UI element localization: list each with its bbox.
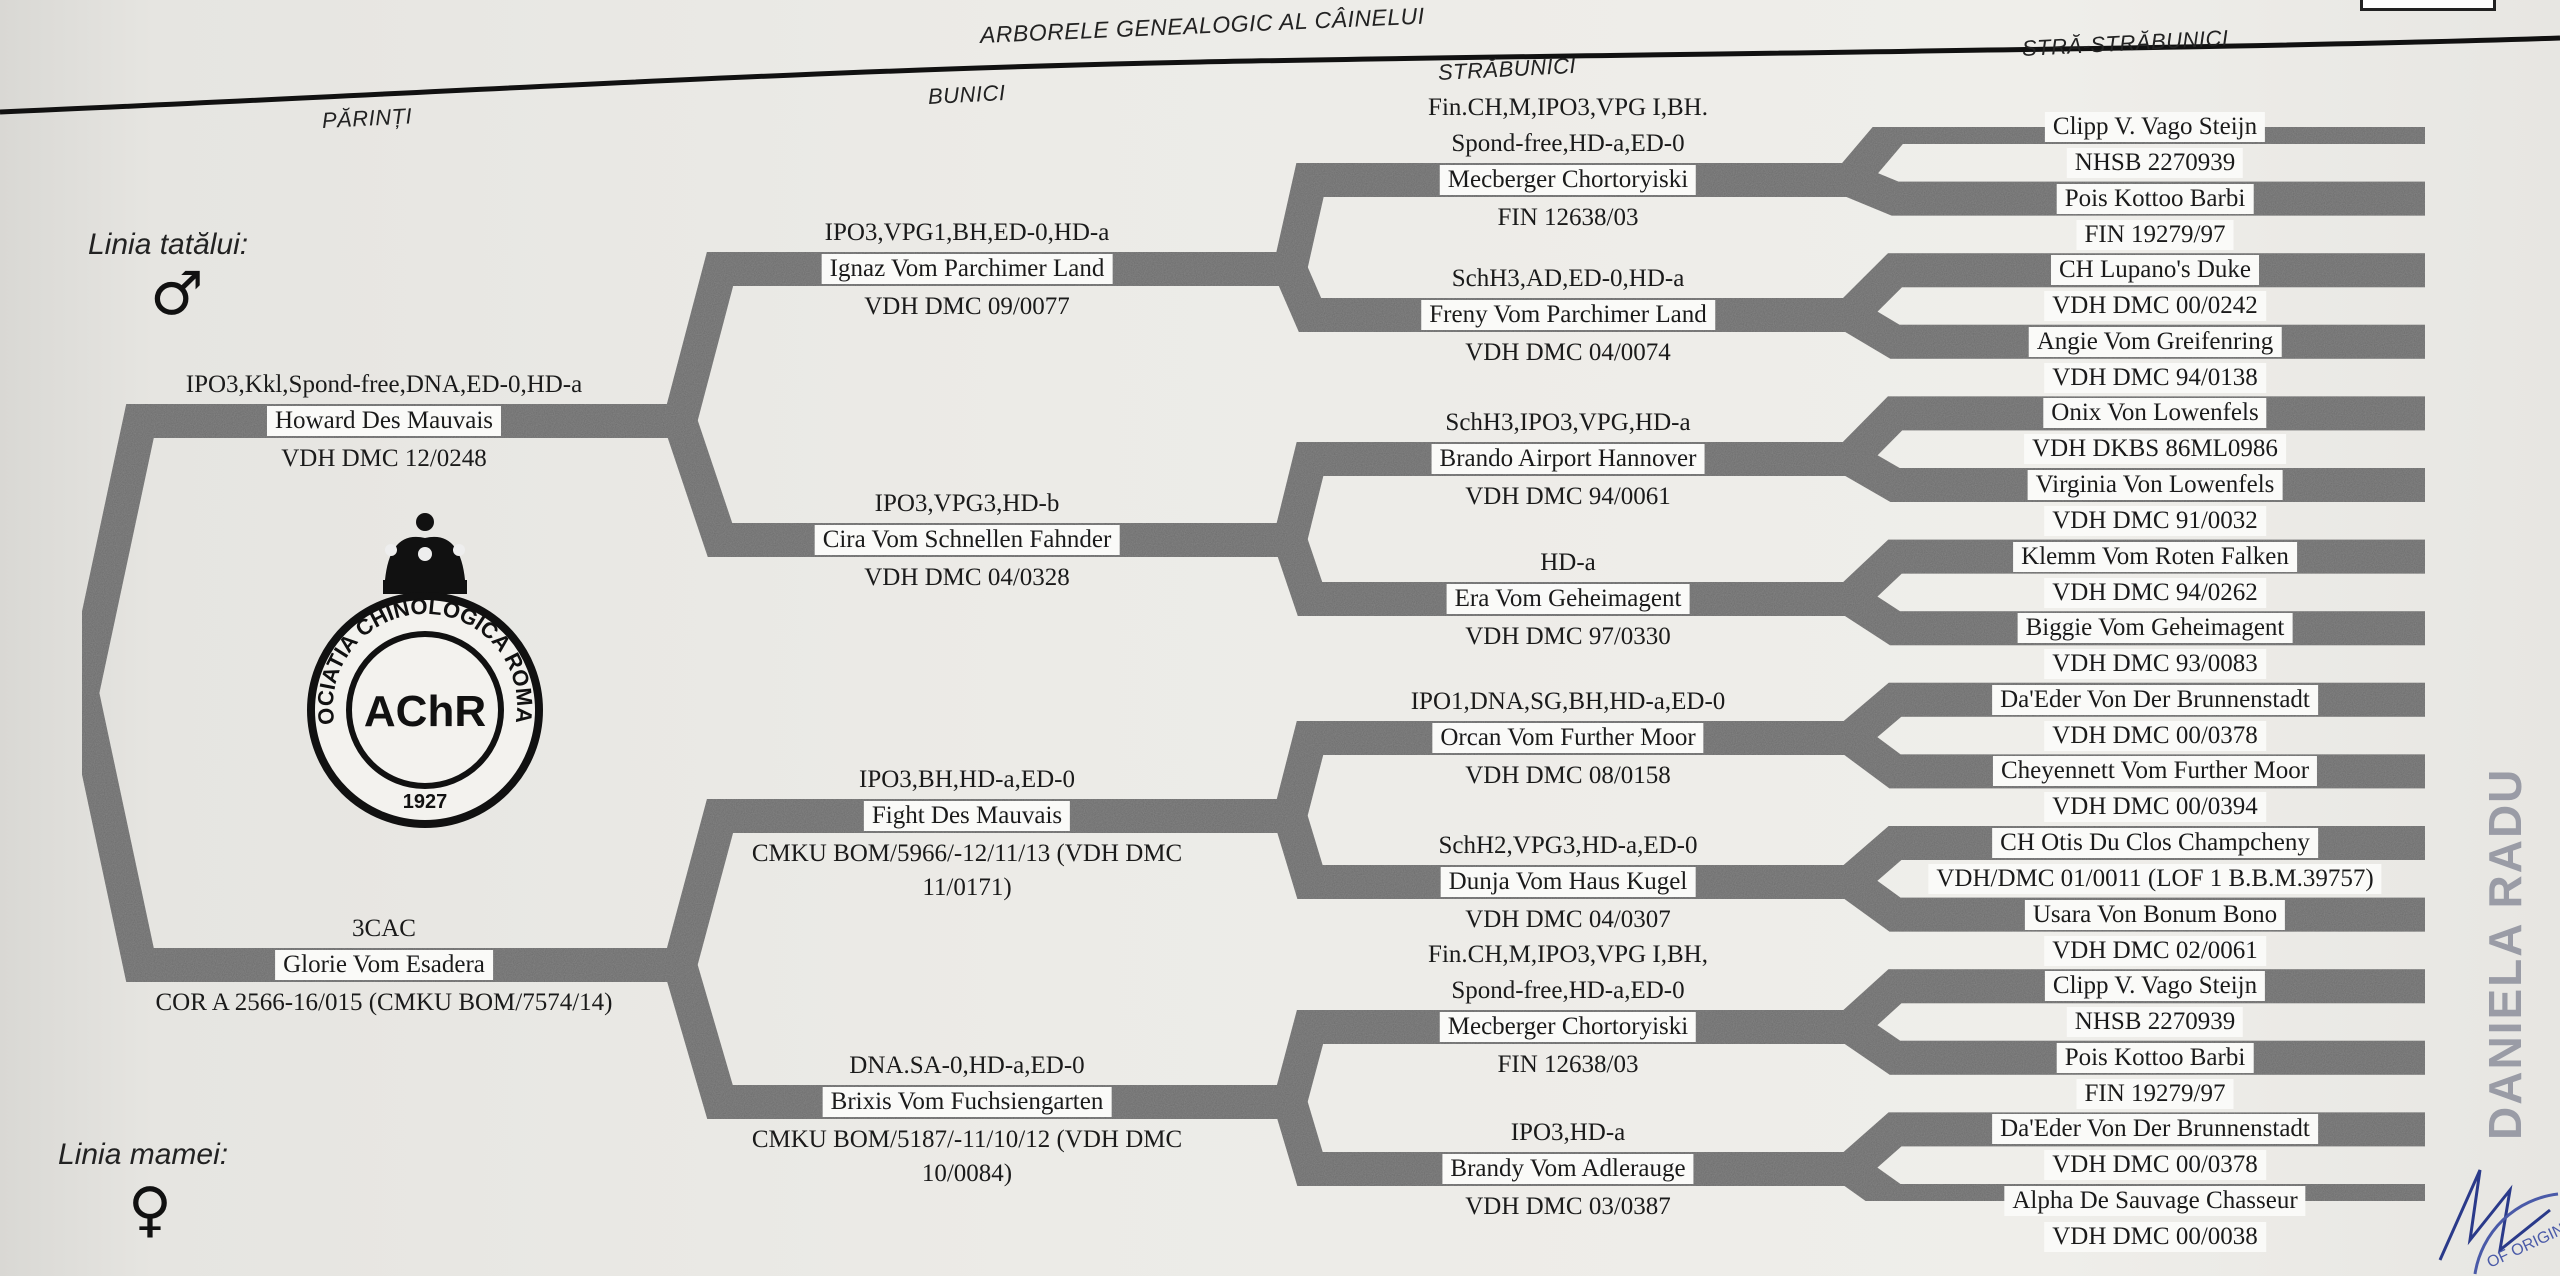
great-great-grandparent-registration[interactable]: VDH/DMC 01/0011 (LOF 1 B.B.M.39757) [1928, 864, 2382, 894]
parent-registration: COR A 2566-16/015 (CMKU BOM/7574/14) [155, 989, 613, 1016]
great-great-grandparent-registration[interactable]: VDH DMC 02/0061 [2044, 935, 2266, 966]
parent-connector [618, 404, 1250, 557]
great-great-grandparent-registration[interactable]: FIN 19279/97 [2076, 219, 2234, 250]
great-great-grandparent-name[interactable]: Usara Von Bonum Bono [2024, 899, 2286, 930]
great-grandparent-registration: VDH DMC 04/0307 [1465, 906, 1671, 933]
signature-and-seal: OF ORIGIN [2438, 1169, 2560, 1275]
great-grandparent-titles: SchH3,IPO3,VPG,HD-a [1445, 409, 1691, 436]
grandparent-registration: 11/0171) [922, 874, 1012, 901]
great-great-grandparent-name[interactable]: Clipp V. Vago Steijn [2044, 971, 2266, 1002]
great-great-grandparent-registration[interactable]: VDH DMC 00/0038 [2044, 1222, 2266, 1252]
great-great-grandparent-name[interactable]: Pois Kottoo Barbi [2056, 1042, 2254, 1073]
parent-name[interactable]: Glorie Vom Esadera [275, 950, 493, 980]
great-great-grandparent-name[interactable]: CH Lupano's Duke [2051, 255, 2259, 286]
great-grandparent-registration: VDH DMC 97/0330 [1465, 623, 1671, 650]
great-great-grandparent-registration[interactable]: VDH DMC 93/0083 [2044, 649, 2266, 680]
grandparent-name[interactable]: Ignaz Vom Parchimer Land [821, 254, 1113, 284]
great-great-grandparent-name[interactable]: Clipp V. Vago Steijn [2044, 112, 2266, 142]
great-grandparent-registration: VDH DMC 03/0387 [1465, 1193, 1671, 1220]
great-grandparent-name[interactable]: Freny Vom Parchimer Land [1421, 300, 1715, 330]
seal-arc [2473, 1192, 2559, 1275]
parent-titles: 3CAC [352, 915, 416, 942]
great-great-grandparent-name[interactable]: Angie Vom Greifenring [2028, 326, 2282, 357]
great-great-grandparent-name[interactable]: Alpha De Sauvage Chasseur [2004, 1186, 2306, 1216]
great-grandparent-registration: VDH DMC 94/0061 [1465, 483, 1671, 510]
grandparent-name[interactable]: Brixis Vom Fuchsiengarten [822, 1087, 1112, 1117]
great-grandparent-name[interactable]: Brandy Vom Adlerauge [1442, 1154, 1694, 1184]
parent-titles: IPO3,Kkl,Spond-free,DNA,ED-0,HD-a [185, 371, 583, 398]
great-great-grandparent-registration[interactable]: VDH DMC 94/0138 [2044, 362, 2266, 393]
great-great-grandparent-name[interactable]: Virginia Von Lowenfels [2027, 470, 2283, 500]
great-great-grandparent-name[interactable]: Da'Eder Von Der Brunnenstadt [1992, 684, 2318, 715]
great-great-grandparent-registration[interactable]: VDH DMC 94/0262 [2044, 577, 2266, 608]
grandparent-name[interactable]: Fight Des Mauvais [863, 801, 1071, 831]
female-symbol-icon: ♀ [128, 1175, 172, 1245]
great-grandparent-titles: Fin.CH,M,IPO3,VPG I,BH, [1428, 941, 1708, 968]
column-header-parents: PĂRINȚI [321, 103, 413, 133]
grandparent-titles: DNA.SA-0,HD-a,ED-0 [849, 1052, 1085, 1079]
great-grandparent-titles: SchH3,AD,ED-0,HD-a [1451, 265, 1685, 292]
great-grandparent-name[interactable]: Brando Airport Hannover [1431, 444, 1705, 474]
great-great-grandparent-registration[interactable]: FIN 19279/97 [2076, 1078, 2234, 1109]
great-great-grandparent-name[interactable]: Klemm Vom Roten Falken [2013, 541, 2297, 572]
great-great-grandparent-registration[interactable]: NHSB 2270939 [2066, 1007, 2244, 1038]
great-grandparent-name[interactable]: Dunja Vom Haus Kugel [1440, 867, 1696, 897]
great-great-grandparent-registration[interactable]: VDH DMC 91/0032 [2044, 506, 2266, 536]
great-grandparent-registration: FIN 12638/03 [1497, 204, 1639, 231]
great-grandparent-registration: FIN 12638/03 [1497, 1051, 1639, 1078]
crown-icon [383, 513, 467, 594]
great-grandparent-name[interactable]: Era Vom Geheimagent [1446, 584, 1690, 614]
great-great-grandparent-registration[interactable]: VDH DMC 00/0242 [2044, 291, 2266, 322]
great-grandparent-titles: HD-a [1540, 549, 1596, 576]
great-grandparent-registration: VDH DMC 08/0158 [1465, 762, 1671, 789]
great-great-grandparent-registration[interactable]: VDH DMC 00/0378 [2044, 1150, 2266, 1181]
grandparent-name[interactable]: Cira Vom Schnellen Fahnder [814, 525, 1120, 555]
great-grandparent-name[interactable]: Orcan Vom Further Moor [1432, 723, 1704, 753]
mother-line-label: Linia mamei: [58, 1138, 229, 1171]
column-header-grandparents: BUNICI [927, 79, 1007, 109]
grandparent-titles: IPO3,VPG3,HD-b [874, 490, 1060, 517]
great-grandparent-titles: Fin.CH,M,IPO3,VPG I,BH. [1428, 94, 1708, 121]
grandparent-registration: CMKU BOM/5966/-12/11/13 (VDH DMC [751, 840, 1183, 867]
grandparent-titles: IPO3,VPG1,BH,ED-0,HD-a [824, 219, 1110, 246]
great-grandparent-titles: IPO3,HD-a [1510, 1119, 1626, 1146]
grandparent-registration: 10/0084) [921, 1160, 1013, 1187]
grandparent-titles: IPO3,BH,HD-a,ED-0 [859, 766, 1075, 793]
grandparent-registration: VDH DMC 04/0328 [864, 564, 1070, 591]
great-great-grandparent-name[interactable]: Pois Kottoo Barbi [2056, 183, 2254, 214]
great-great-grandparent-name[interactable]: Cheyennett Vom Further Moor [1992, 756, 2318, 787]
acr-logo: ASOCIATIA CHINOLOGICA ROMANA AChR 1927 [295, 510, 543, 828]
great-grandparent-name[interactable]: Mecberger Chortoryiski [1439, 1012, 1697, 1042]
grandparent-registration: CMKU BOM/5187/-11/10/12 (VDH DMC [751, 1126, 1183, 1153]
parent-registration: VDH DMC 12/0248 [281, 445, 487, 472]
parent-name[interactable]: Howard Des Mauvais [266, 406, 502, 436]
great-grandparent-titles: IPO1,DNA,SG,BH,HD-a,ED-0 [1410, 688, 1726, 715]
logo-monogram: AChR [364, 687, 486, 736]
signature [2438, 1169, 2551, 1261]
great-grandparent-registration: VDH DMC 04/0074 [1465, 339, 1671, 366]
stamp-name: DANIELA RADU [2479, 767, 2531, 1140]
corner-box [2360, 0, 2496, 11]
great-great-grandparent-name[interactable]: Onix Von Lowenfels [2043, 398, 2267, 429]
great-great-grandparent-name[interactable]: Da'Eder Von Der Brunnenstadt [1992, 1114, 2318, 1145]
great-grandparent-titles: Spond-free,HD-a,ED-0 [1451, 130, 1685, 157]
parent-connector [618, 948, 1250, 1119]
great-great-grandparent-name[interactable]: Biggie Vom Geheimagent [2017, 613, 2293, 644]
great-grandparent-titles: SchH2,VPG3,HD-a,ED-0 [1438, 832, 1698, 859]
header-rule [0, 35, 2560, 115]
logo-year: 1927 [403, 791, 448, 813]
great-grandparent-name[interactable]: Mecberger Chortoryiski [1439, 165, 1697, 195]
great-great-grandparent-registration[interactable]: VDH DKBS 86ML0986 [2024, 434, 2286, 465]
male-symbol-icon: ♂ [150, 259, 204, 329]
great-great-grandparent-registration[interactable]: NHSB 2270939 [2066, 148, 2244, 178]
father-line-label: Linia tatălui: [88, 228, 249, 261]
great-great-grandparent-registration[interactable]: VDH DMC 00/0378 [2044, 720, 2266, 751]
great-grandparent-titles: Spond-free,HD-a,ED-0 [1451, 977, 1685, 1004]
great-great-grandparent-registration[interactable]: VDH DMC 00/0394 [2044, 792, 2266, 823]
grandparent-registration: VDH DMC 09/0077 [864, 293, 1070, 320]
great-great-grandparent-name[interactable]: CH Otis Du Clos Champcheny [1992, 828, 2318, 858]
